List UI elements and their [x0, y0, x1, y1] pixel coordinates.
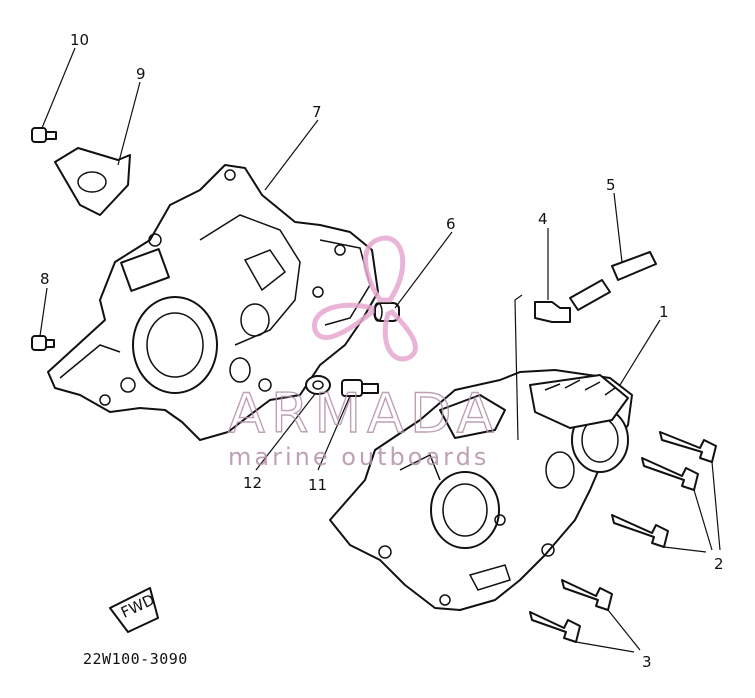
bolts-part-3	[529, 579, 613, 643]
callout-11: 11	[308, 476, 327, 494]
watermark-tagline: marine outboards	[228, 443, 489, 471]
crankcase-right-half	[329, 294, 633, 611]
callout-10: 10	[70, 31, 89, 49]
callout-labels: 1 2 3 4 5 6 7 8 9 10 11 12	[40, 31, 724, 671]
propeller-logo-icon	[312, 235, 418, 362]
leader-lines	[39, 47, 721, 653]
bolt-part-11	[341, 379, 379, 397]
callout-5: 5	[606, 176, 616, 194]
washer-part-12	[305, 375, 331, 395]
callout-8: 8	[40, 270, 50, 288]
callout-7: 7	[312, 103, 322, 121]
fwd-arrow-icon: FWD	[109, 587, 159, 633]
plate-part-9	[54, 147, 131, 216]
callout-9: 9	[136, 65, 146, 83]
elbow-part-4	[534, 301, 571, 323]
screw-part-10	[31, 127, 57, 143]
watermark: ARMADA marine outboards	[227, 235, 500, 471]
callout-2: 2	[714, 555, 724, 573]
watermark-brand: ARMADA	[228, 382, 500, 445]
part-code: 22W100-3090	[83, 650, 188, 668]
crankcase-left-half	[47, 164, 379, 441]
plug-part-8	[31, 335, 55, 351]
pin-part-5	[569, 251, 657, 311]
callout-6: 6	[446, 215, 456, 233]
callout-4: 4	[538, 210, 548, 228]
callout-12: 12	[243, 474, 262, 492]
callout-3: 3	[642, 653, 652, 671]
callout-1: 1	[659, 303, 669, 321]
